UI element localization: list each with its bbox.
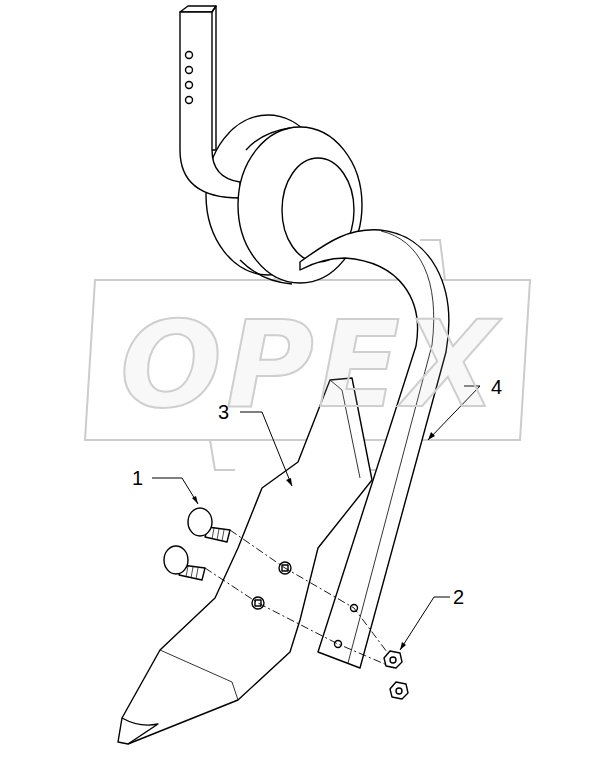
callout-number: 3 bbox=[218, 402, 229, 422]
shovel-hole bbox=[252, 597, 264, 609]
tine-hole bbox=[335, 641, 342, 648]
coil-edge bbox=[240, 128, 292, 284]
bar-hole bbox=[186, 97, 193, 104]
shovel-tip bbox=[122, 718, 158, 744]
callout-number: 2 bbox=[453, 587, 464, 607]
upright-bar bbox=[180, 12, 240, 198]
bar-hole bbox=[186, 52, 193, 59]
shovel bbox=[118, 378, 372, 744]
bar-hole bbox=[186, 67, 193, 74]
bar-side bbox=[212, 6, 216, 150]
shovel-crease bbox=[160, 650, 238, 700]
leader-line bbox=[152, 386, 480, 650]
callout-number: 4 bbox=[491, 377, 502, 397]
callout-number: 1 bbox=[132, 468, 143, 488]
arrowhead bbox=[192, 432, 435, 650]
watermark: OPEX bbox=[120, 305, 500, 425]
square-hole bbox=[255, 600, 261, 606]
carriage-bolt bbox=[164, 508, 230, 580]
bar-top bbox=[180, 6, 216, 12]
assembly-axis bbox=[205, 530, 394, 668]
bar-hole bbox=[186, 82, 193, 89]
coil-front bbox=[238, 127, 362, 283]
hex-nut bbox=[384, 651, 408, 699]
